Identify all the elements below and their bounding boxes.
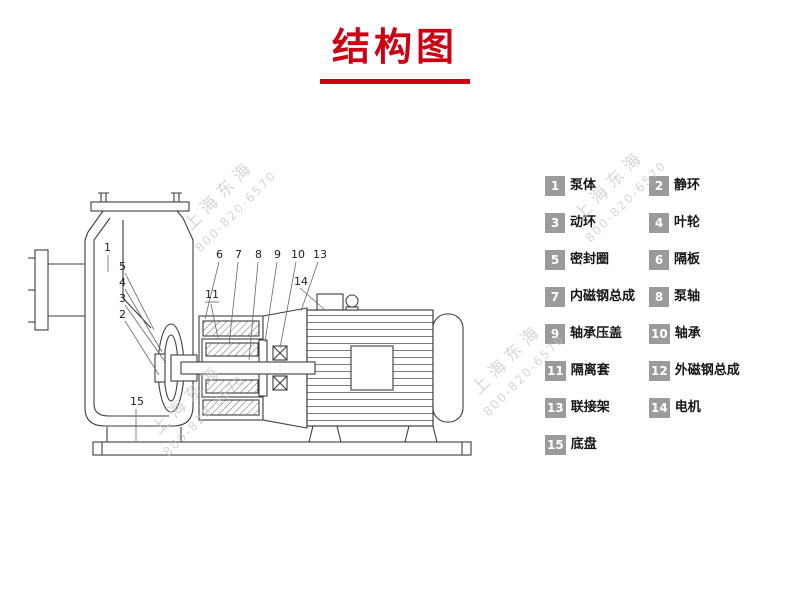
pump-shaft	[170, 354, 316, 382]
legend-item: 12 外磁钢总成	[649, 361, 757, 398]
legend-item: 6 隔板	[649, 250, 757, 287]
legend-item: 9 轴承压盖	[545, 324, 649, 361]
legend-item-number: 11	[545, 361, 566, 381]
suction-flange	[28, 249, 86, 331]
callout-2: 2	[119, 308, 126, 321]
legend-item-number: 6	[649, 250, 669, 270]
lifting-eye-bolt	[345, 294, 359, 308]
legend-item-label: 底盘	[570, 437, 597, 452]
callout-leader-lines	[107, 255, 326, 441]
legend-item: 13 联接架	[545, 398, 649, 435]
title-underline	[320, 79, 470, 84]
callout-10: 10	[291, 248, 305, 261]
fan-cover	[432, 313, 464, 423]
pump-structure-diagram: 1 5 4 3 2 6 7 8 9 10 13 11 14 15	[28, 192, 472, 456]
legend-item: 4 叶轮	[649, 213, 757, 250]
legend-item-label: 联接架	[570, 400, 610, 415]
callout-11: 11	[205, 288, 219, 301]
callout-5: 5	[119, 260, 126, 273]
legend-item: 1 泵体	[545, 176, 649, 213]
legend-item-label: 轴承压盖	[570, 326, 623, 341]
callout-8: 8	[255, 248, 262, 261]
legend-item-number: 12	[649, 361, 670, 381]
legend-item: 5 密封圈	[545, 250, 649, 287]
legend-item: 2 静环	[649, 176, 757, 213]
base-plate	[92, 441, 472, 456]
callout-4: 4	[119, 276, 126, 289]
callout-13: 13	[313, 248, 327, 261]
legend-item-number: 3	[545, 213, 565, 233]
legend-item-label: 电机	[674, 400, 701, 415]
legend-item-number: 15	[545, 435, 566, 455]
legend-item-label: 外磁钢总成	[674, 363, 740, 378]
legend-item: 11 隔离套	[545, 361, 649, 398]
legend-item-label: 叶轮	[674, 215, 701, 230]
legend-item-number: 2	[649, 176, 669, 196]
legend-item-number: 5	[545, 250, 565, 270]
callout-9: 9	[274, 248, 281, 261]
legend-item-label: 泵体	[570, 178, 597, 193]
legend-item-number: 4	[649, 213, 669, 233]
motor-nameplate	[350, 345, 394, 391]
motor-terminal-box	[316, 293, 344, 311]
legend-item: 14 电机	[649, 398, 757, 435]
legend-item-number: 1	[545, 176, 565, 196]
legend-item-label: 隔离套	[570, 363, 610, 378]
motor	[306, 293, 464, 443]
legend-item: 3 动环	[545, 213, 649, 250]
legend-item-label: 内磁钢总成	[570, 289, 636, 304]
legend-item: 7 内磁钢总成	[545, 287, 649, 324]
legend-item-label: 隔板	[674, 252, 701, 267]
legend-item-number: 13	[545, 398, 566, 418]
legend-item: 15 底盘	[545, 435, 649, 472]
legend-item-label: 密封圈	[570, 252, 610, 267]
legend-item: 10 轴承	[649, 324, 757, 361]
header: 结构图	[0, 16, 790, 84]
callout-7: 7	[235, 248, 242, 261]
callout-14: 14	[294, 275, 308, 288]
legend-item-label: 动环	[570, 215, 597, 230]
legend-item-label: 泵轴	[674, 289, 701, 304]
callout-3: 3	[119, 292, 126, 305]
legend-item-number: 9	[545, 324, 565, 344]
legend-item-label: 静环	[674, 178, 701, 193]
callout-1: 1	[104, 241, 111, 254]
legend-item-number: 8	[649, 287, 669, 307]
parts-legend: 1 泵体 2 静环 3 动环 4 叶轮 5 密封圈 6 隔板 7 内磁钢总成 8	[545, 176, 757, 472]
callout-15: 15	[130, 395, 144, 408]
callout-labels: 1 5 4 3 2 6 7 8 9 10 13 11 14 15	[104, 241, 327, 408]
legend-item: 8 泵轴	[649, 287, 757, 324]
legend-item-label: 轴承	[674, 326, 701, 341]
legend-item-number: 14	[649, 398, 670, 418]
page-title: 结构图	[331, 25, 458, 69]
legend-item-number: 10	[649, 324, 670, 344]
legend-item-number: 7	[545, 287, 565, 307]
callout-6: 6	[216, 248, 223, 261]
